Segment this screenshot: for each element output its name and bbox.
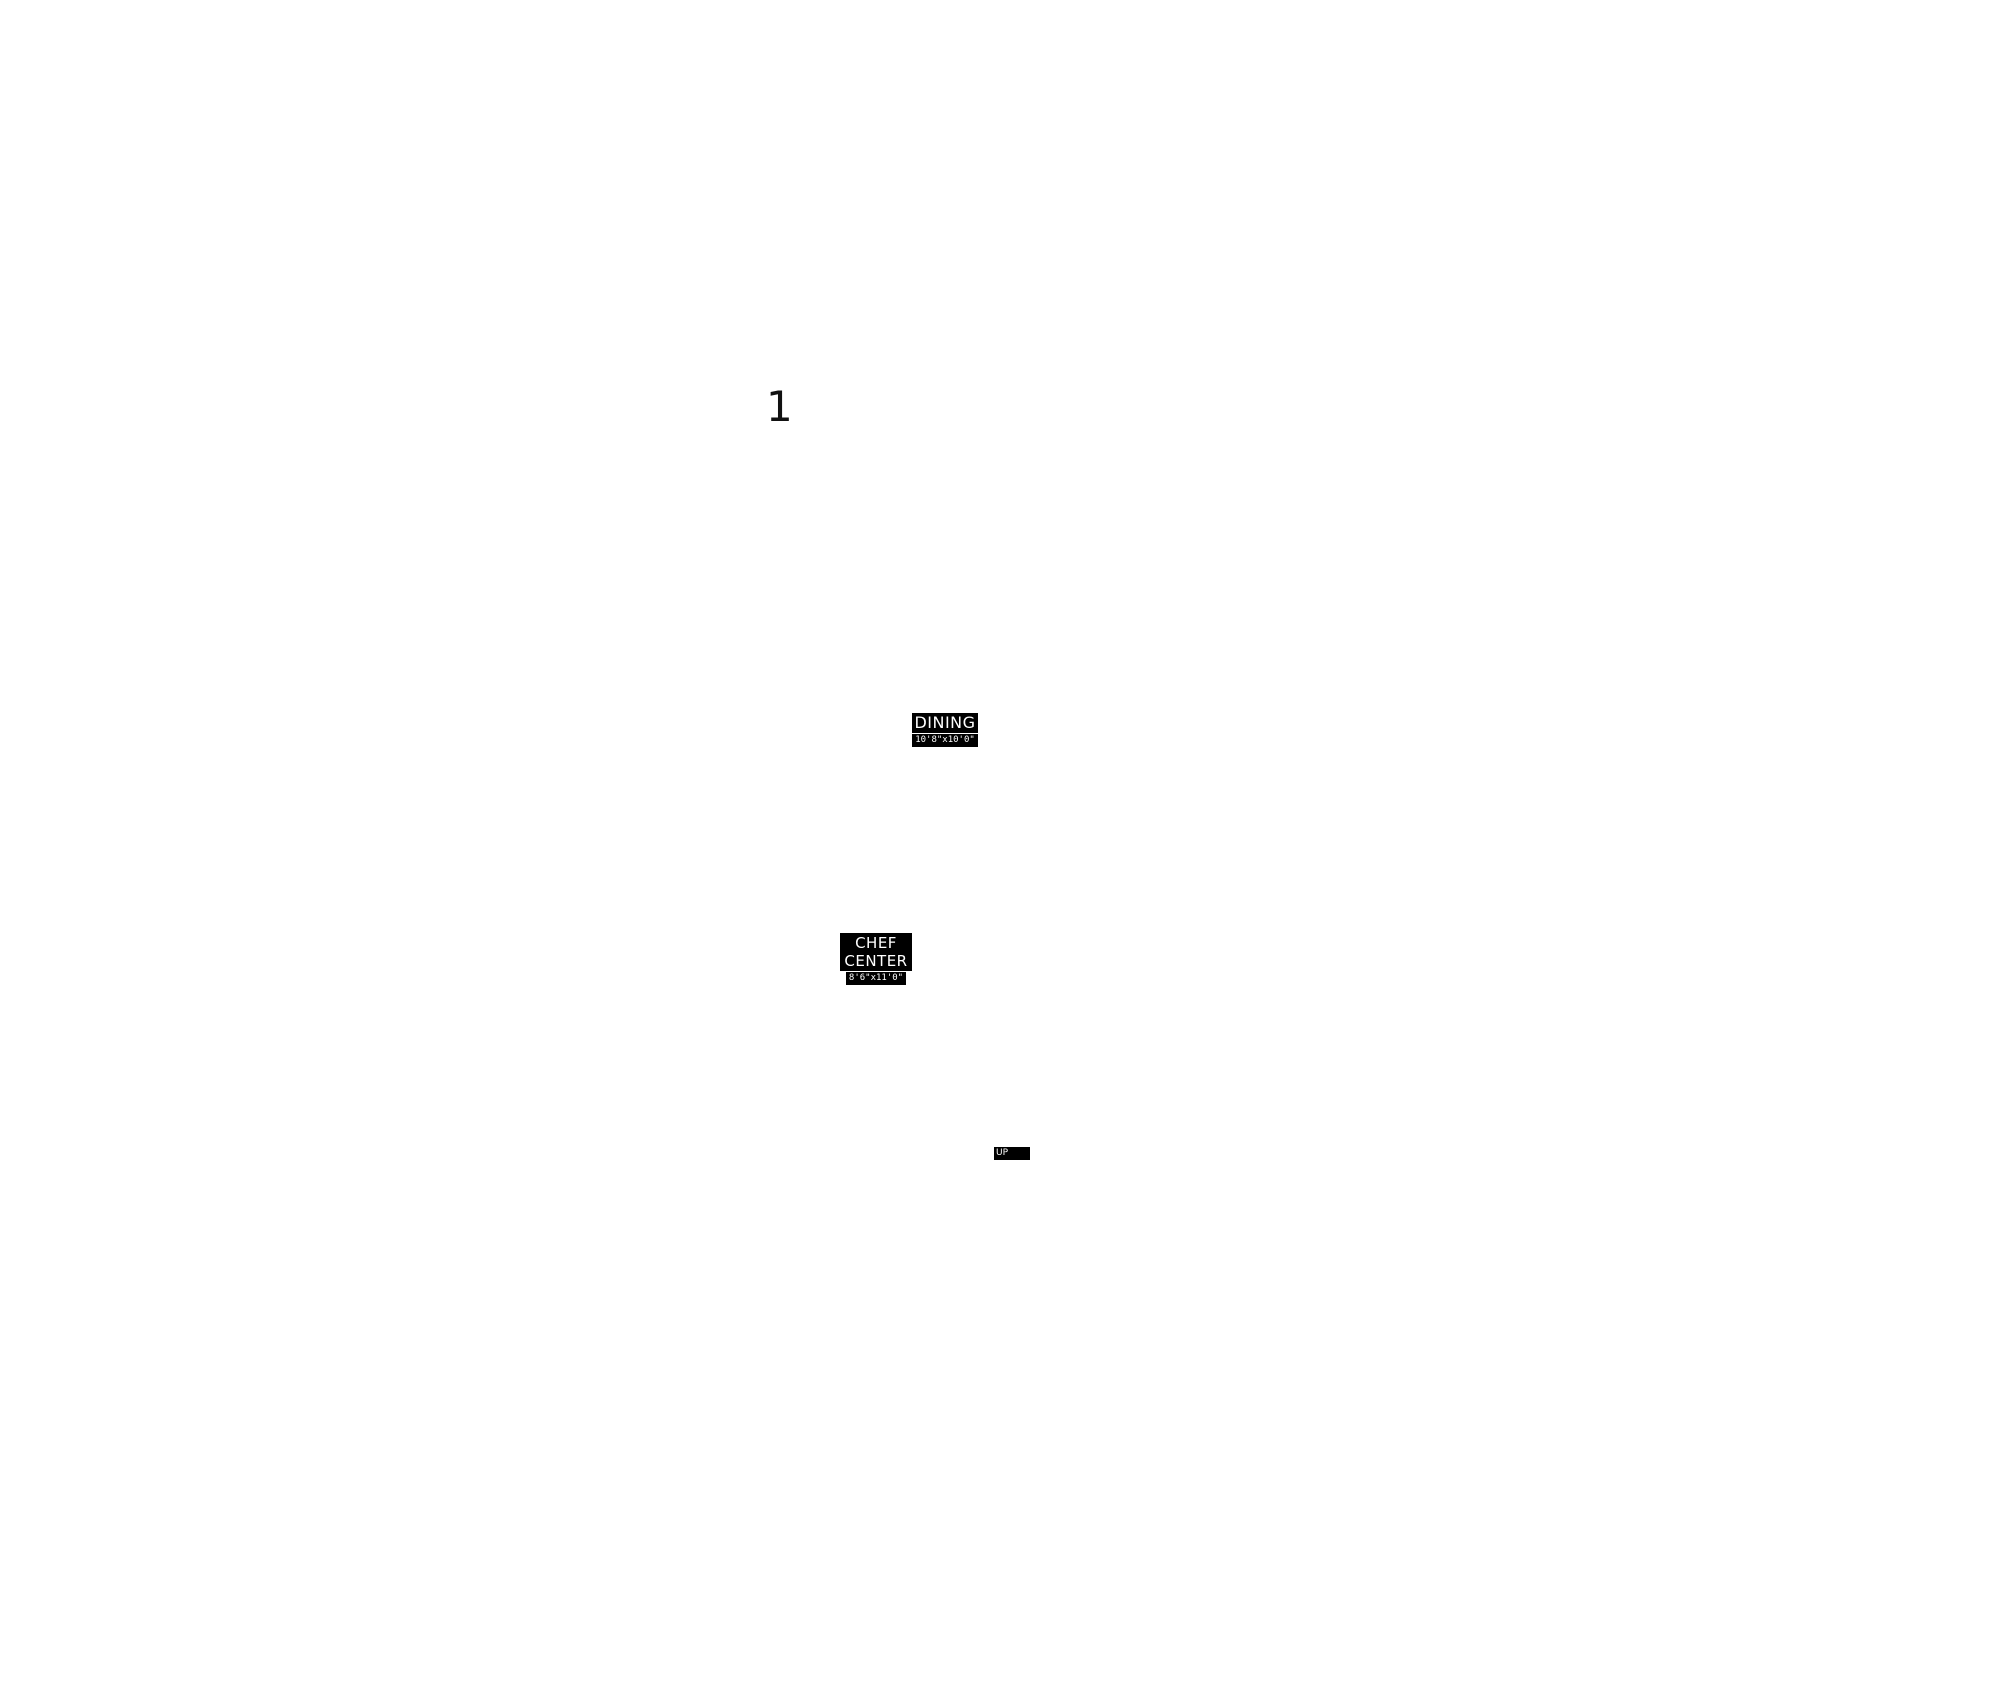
room-tag-chef-center: CHEF CENTER 8'6"x11'0": [840, 933, 912, 985]
room-name-dining: DINING: [912, 713, 978, 733]
room-dimensions-dining: 10'8"x10'0": [912, 734, 978, 747]
room-dimensions-chef-center: 8'6"x11'0": [845, 972, 907, 985]
stair-up-label: UP: [994, 1147, 1030, 1160]
room-tag-dining: DINING 10'8"x10'0": [912, 713, 978, 747]
sheet-number: 1: [766, 382, 793, 431]
room-name-chef-center: CHEF CENTER: [840, 933, 912, 971]
